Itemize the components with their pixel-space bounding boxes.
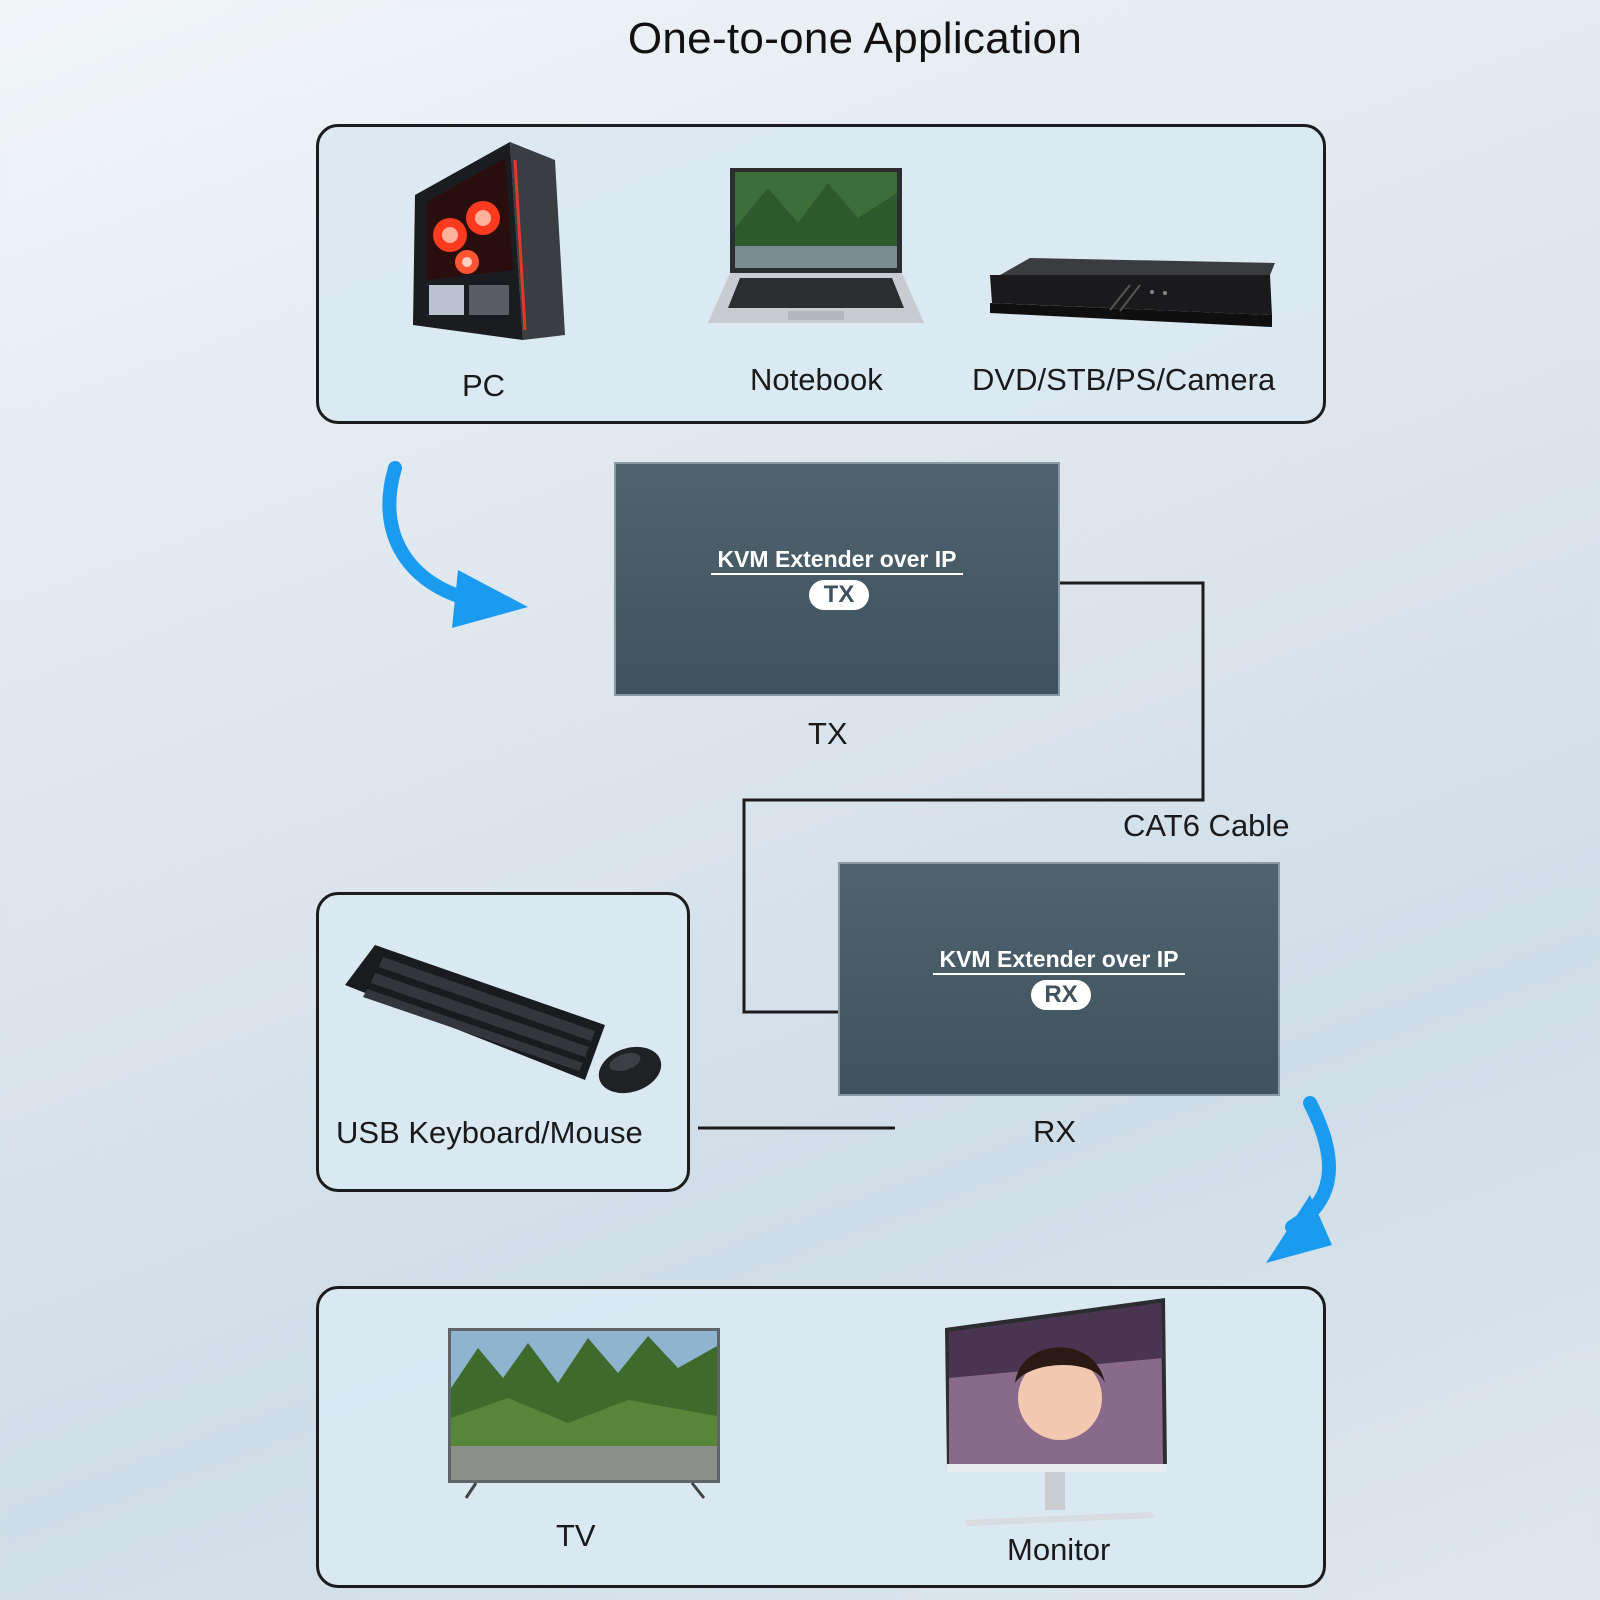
curved-arrow-down-left-icon bbox=[1266, 1096, 1336, 1263]
tx-device: KVM Extender over IP TX bbox=[614, 462, 1060, 696]
notebook-icon bbox=[708, 168, 924, 323]
monitor-label: Monitor bbox=[1007, 1532, 1111, 1567]
pc-tower-icon bbox=[413, 142, 565, 340]
page-title: One-to-one Application bbox=[627, 14, 1083, 63]
tx-device-text: KVM Extender over IP bbox=[711, 546, 963, 575]
keyboard-icon bbox=[345, 945, 605, 1080]
usb-keyboard-mouse-label: USB Keyboard/Mouse bbox=[336, 1115, 643, 1150]
cat6-cable-label: CAT6 Cable bbox=[1123, 808, 1290, 843]
tv-label: TV bbox=[556, 1518, 596, 1553]
tx-label: TX bbox=[808, 716, 848, 751]
curved-arrow-down-right-icon bbox=[382, 461, 528, 628]
mouse-icon bbox=[598, 1046, 662, 1094]
monitor-icon bbox=[945, 1298, 1167, 1526]
pc-label: PC bbox=[462, 368, 506, 403]
dvd-player-icon bbox=[990, 258, 1275, 327]
tx-badge: TX bbox=[809, 580, 869, 610]
rx-device: KVM Extender over IP RX bbox=[838, 862, 1280, 1096]
notebook-label: Notebook bbox=[750, 362, 883, 397]
rx-badge: RX bbox=[1031, 980, 1091, 1010]
rx-label: RX bbox=[1033, 1114, 1077, 1149]
dvd-stb-ps-camera-label: DVD/STB/PS/Camera bbox=[972, 362, 1276, 397]
rx-device-text: KVM Extender over IP bbox=[933, 946, 1185, 975]
tv-icon bbox=[448, 1328, 720, 1499]
